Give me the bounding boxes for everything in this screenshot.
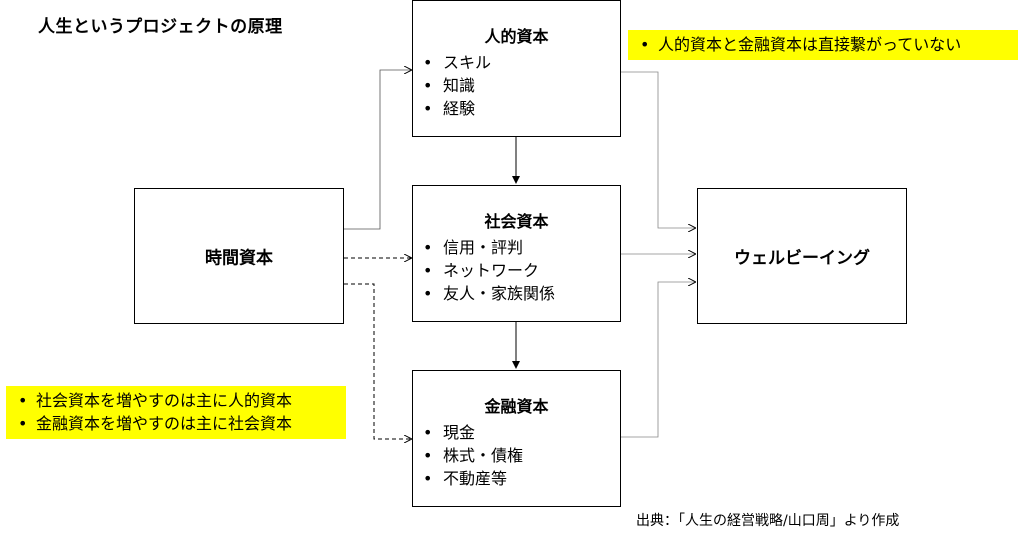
list-item: 知識 [423,74,620,97]
box-time-capital-title: 時間資本 [205,248,273,269]
box-financial-capital-title: 金融資本 [484,397,549,416]
note-top-right: 人的資本と金融資本は直接繋がっていない [628,30,1018,60]
list-item: ネットワーク [423,259,620,282]
box-social-capital-title: 社会資本 [484,212,549,231]
page-title: 人生というプロジェクトの原理 [38,17,283,37]
box-wellbeing: ウェルビーイング [697,188,907,324]
note-item: 人的資本と金融資本は直接繋がっていない [636,33,1010,56]
note-item: 社会資本を増やすのは主に人的資本 [14,389,338,412]
box-human-capital-title: 人的資本 [484,27,549,46]
list-item: 株式・債権 [423,444,620,467]
note-bottom-left: 社会資本を増やすのは主に人的資本 金融資本を増やすのは主に社会資本 [6,386,346,439]
arrow-human-to-wellbeing [621,71,695,228]
list-item: 不動産等 [423,467,620,490]
box-financial-capital: 金融資本 現金 株式・債権 不動産等 [412,370,621,507]
box-wellbeing-title: ウェルビーイング [734,248,870,269]
note-item: 金融資本を増やすのは主に社会資本 [14,412,338,435]
box-social-capital-list: 信用・評判 ネットワーク 友人・家族関係 [413,236,620,305]
arrow-financial-to-wellbeing [621,282,695,438]
box-human-capital: 人的資本 スキル 知識 経験 [412,0,621,137]
list-item: 友人・家族関係 [423,282,620,305]
list-item: スキル [423,51,620,74]
box-time-capital: 時間資本 [134,188,344,324]
box-social-capital: 社会資本 信用・評判 ネットワーク 友人・家族関係 [412,185,621,322]
list-item: 信用・評判 [423,236,620,259]
box-human-capital-list: スキル 知識 経験 [413,51,620,120]
list-item: 現金 [423,421,620,444]
arrow-time-to-financial [344,283,411,439]
list-item: 経験 [423,97,620,120]
box-financial-capital-list: 現金 株式・債権 不動産等 [413,421,620,490]
source-citation: 出典：「人生の経営戦略/山口周」より作成 [636,513,900,529]
arrow-time-to-human [344,70,411,230]
